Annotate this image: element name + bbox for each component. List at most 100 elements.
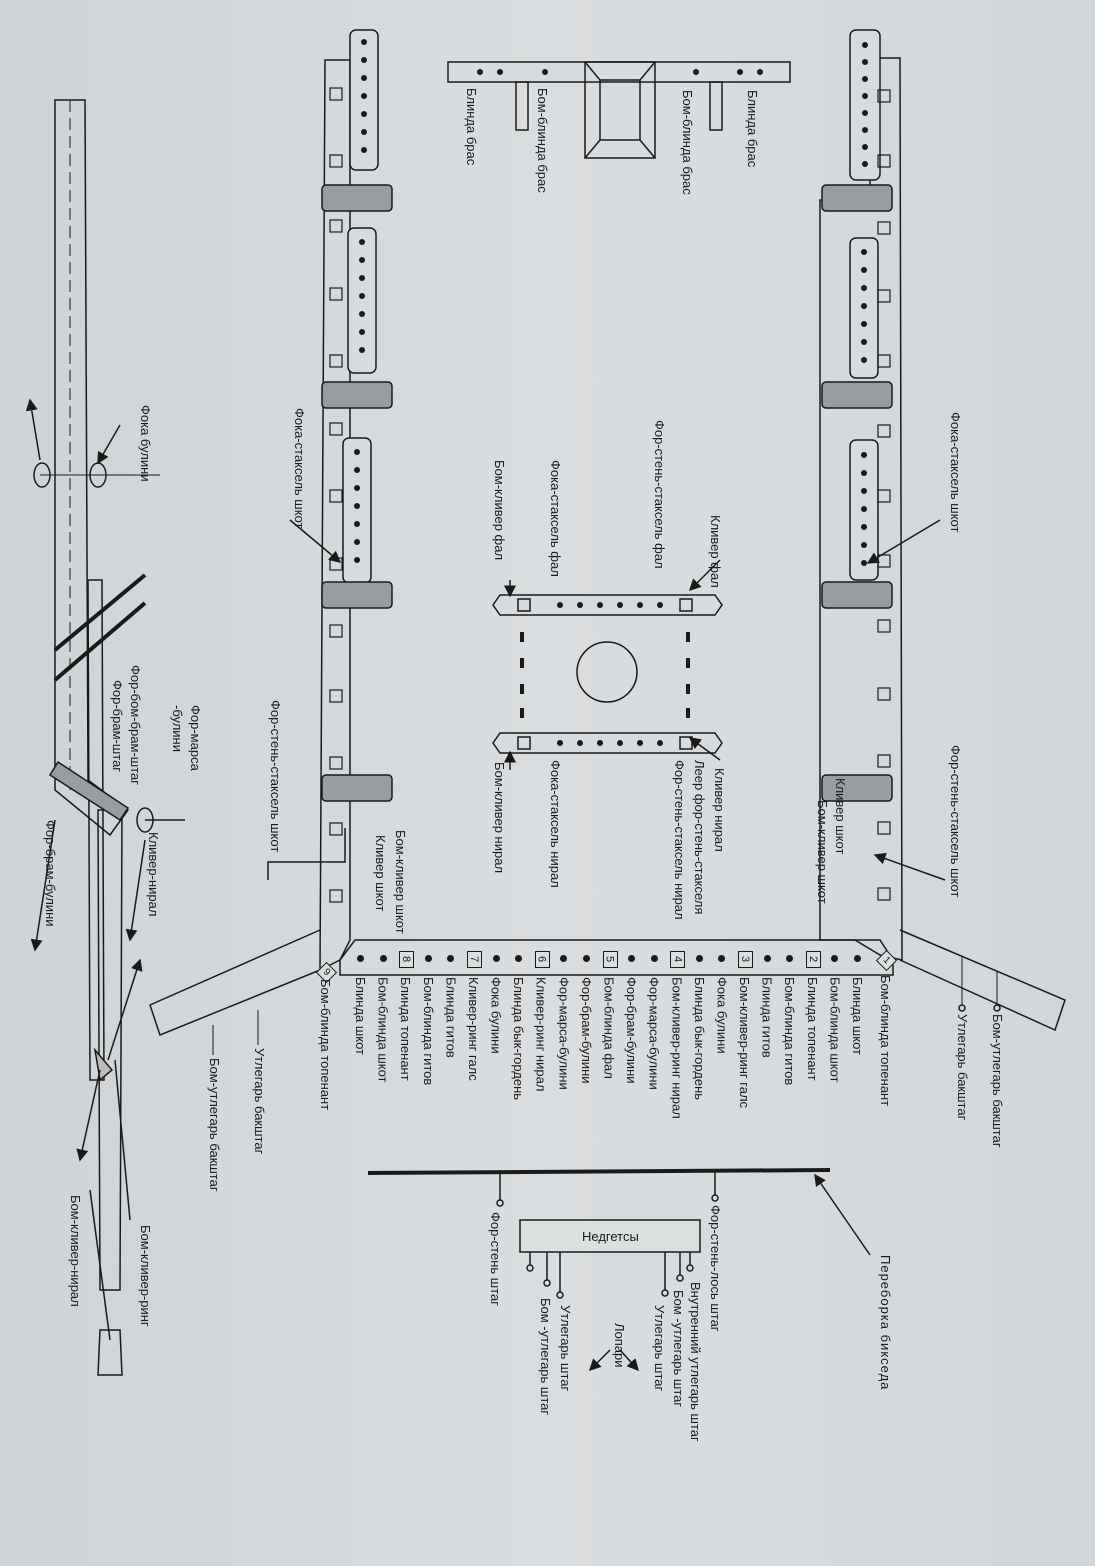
label-bom-kliver-niral: Бом-кливер нирал <box>492 762 507 874</box>
pin-rail-top-1 <box>849 29 881 181</box>
label-blinda-bras-2: Блинда брас <box>464 88 479 166</box>
label-bom-kliver-shkot: Бом-кливер шкот <box>815 800 830 904</box>
belaying-pin-dot <box>854 955 861 962</box>
pin-rail-item: Блинда шкот <box>850 945 868 1055</box>
label-bom-kliver-ring: Бом-кливер-ринг <box>138 1225 153 1327</box>
pin-rail-item: Блинда бык-гордень <box>511 945 529 1100</box>
belaying-pin-dot <box>718 955 726 962</box>
label-bom-kliver-fal: Бом-кливер фал <box>492 460 507 561</box>
pin-rail-item: Блинда гитов <box>443 945 461 1058</box>
pin-rail-item: Фор-брам-булини <box>624 945 642 1084</box>
belaying-pin-dot <box>695 955 703 962</box>
pin-rail-bot-2 <box>347 227 377 374</box>
belaying-pin-dot <box>650 955 658 962</box>
pin-rail-item: Блинда шкот <box>353 945 371 1055</box>
label-kliver-fal: Кливер фал <box>708 515 723 588</box>
pin-rail-label: Блинда бык-гордень <box>691 977 707 1101</box>
label-for-bram-shtag: Фор-брам-штаг <box>110 680 125 773</box>
label-nedgetsy: Недгетсы <box>582 1229 639 1244</box>
belaying-pin-dot <box>424 955 432 962</box>
pin-rail-label: Бом-блинда гитов <box>782 977 798 1086</box>
label-bom-blinda-bras-2: Бом-блинда брас <box>535 88 550 193</box>
label-kliver-niral-bowsprit: Кливер-нирал <box>146 832 161 917</box>
belaying-pins <box>354 39 868 566</box>
pin-rail-item: Бом-блинда гитов <box>421 945 439 1085</box>
label-utlegar-shtag-1: Утлегарь штаг <box>652 1305 667 1392</box>
label-for-marsa-bulini-1: Фор-марса <box>188 705 203 771</box>
pin-rail-label: Фор-брам-булини <box>624 977 640 1084</box>
pin-rail-item: Бом-блинда шкот <box>376 945 394 1083</box>
label-for-marsa-bulini-2: -булини <box>170 705 185 752</box>
belaying-pin-dot <box>582 955 590 962</box>
pin-rail-label: Фор-марса-булини <box>646 977 662 1090</box>
belaying-pin-dot <box>357 955 364 962</box>
pin-rail-label: Бом-блинда фал <box>601 977 617 1079</box>
label-port-for-sten-staksel-shkot: Фор-стень-стаксель шкот <box>268 700 283 853</box>
label-foka-staksel-niral: Фока-стаксель нирал <box>548 760 563 888</box>
pin-rail-label: Блинда гитов <box>443 977 459 1058</box>
label-bom-utlegar-shtag-2: Бом -утлегарь штаг <box>538 1298 553 1416</box>
pin-number-box: 5 <box>602 951 618 968</box>
port-rail <box>319 59 351 972</box>
label-utlegar-bakshtag: Утлегарь бакштаг <box>955 1014 970 1121</box>
label-for-sten-staksel-shkot: Фор-стень-стаксель шкот <box>948 745 963 898</box>
pin-rail-item: Бом-блинда шкот <box>827 945 845 1083</box>
bitts <box>584 61 656 159</box>
label-port-bom-utlegar-bakshtag: Бом-утлегарь бакштаг <box>207 1058 222 1192</box>
bulkhead-line <box>367 1168 831 1175</box>
label-for-sten-staksel-niral: Фор-стень-стаксель нирал <box>672 760 687 920</box>
pin-rail-item: Фор-марса-булини <box>647 945 665 1090</box>
label-kliver-shkot: Кливер шкот <box>833 778 848 855</box>
label-for-bom-bram-shtag: Фор-бом-брам-штаг <box>128 665 143 785</box>
pin-rail-label: Кливер-ринг нирал <box>533 977 549 1092</box>
label-utlegar-shtag-2: Утлегарь штаг <box>558 1305 573 1392</box>
fife-rail-1 <box>492 594 723 616</box>
label-for-sten-shtag: Фор-стень штаг <box>488 1212 503 1306</box>
pin-rail-label: Блинда топенант <box>804 977 820 1081</box>
pin-rail-label: Бом-блинда топенант <box>318 979 333 1111</box>
foremast <box>576 641 638 703</box>
pin-rail-label: Фока булини <box>714 977 730 1054</box>
pin-rail-item: Фор-марса-булини <box>556 945 574 1090</box>
pin-rail-label: Фор-брам-булини <box>578 977 594 1084</box>
label-for-sten-los-shtag: Фор-стень-лось штаг <box>708 1205 723 1332</box>
nedgetsy-box <box>519 1219 701 1253</box>
label-bom-kliver-niral-bowsprit: Бом-кливер-нирал <box>68 1195 83 1307</box>
pin-number-box: 2 <box>805 951 821 968</box>
belaying-pin-dot <box>492 955 500 962</box>
label-for-sten-staksel-fal: Фор-стень-стаксель фал <box>652 420 667 569</box>
label-bom-blinda-bras-1: Бом-блинда брас <box>680 90 695 195</box>
label-blinda-bras-1: Блинда брас <box>745 90 760 168</box>
label-foka-staksel-shkot: Фока-стаксель шкот <box>948 412 963 533</box>
pin-rail-item: Бом-блинда гитов <box>782 945 800 1085</box>
label-leer: Леер фор-стень-стакселя <box>692 760 707 915</box>
pin-rail-label: Блинда шкот <box>353 977 368 1055</box>
belaying-pin-dot <box>379 955 387 962</box>
pin-number-box: 6 <box>534 951 550 968</box>
label-vnutrenniy-utlegar-shtag: Внутренний утлегарь штаг <box>688 1282 703 1442</box>
label-bom-utlegar-bakshtag: Бом-утлегарь бакштаг <box>990 1014 1005 1148</box>
scuppers <box>329 87 891 903</box>
belaying-pin-dot <box>447 955 455 962</box>
pin-number-box: 8 <box>399 951 415 968</box>
label-foka-staksel-fal: Фока-стаксель фал <box>548 460 563 577</box>
pin-rail-label: Бом-блинда шкот <box>827 977 843 1083</box>
label-foka-bulini: Фока булини <box>138 405 153 482</box>
label-bulkhead: Переборка бикседа <box>878 1255 893 1391</box>
bumkin-starboard <box>899 929 1066 1032</box>
fife-rail-2 <box>492 732 723 754</box>
label-port-foka-staksel-shkot: Фока-стаксель шкот <box>292 408 307 529</box>
pin-rail-label: Бом-кливер-ринг нирал <box>669 977 685 1119</box>
belaying-pin-dot <box>763 955 771 962</box>
pin-rail-label: Бом-блинда гитов <box>420 977 436 1086</box>
pin-rail-label: Блинда шкот <box>850 977 865 1055</box>
